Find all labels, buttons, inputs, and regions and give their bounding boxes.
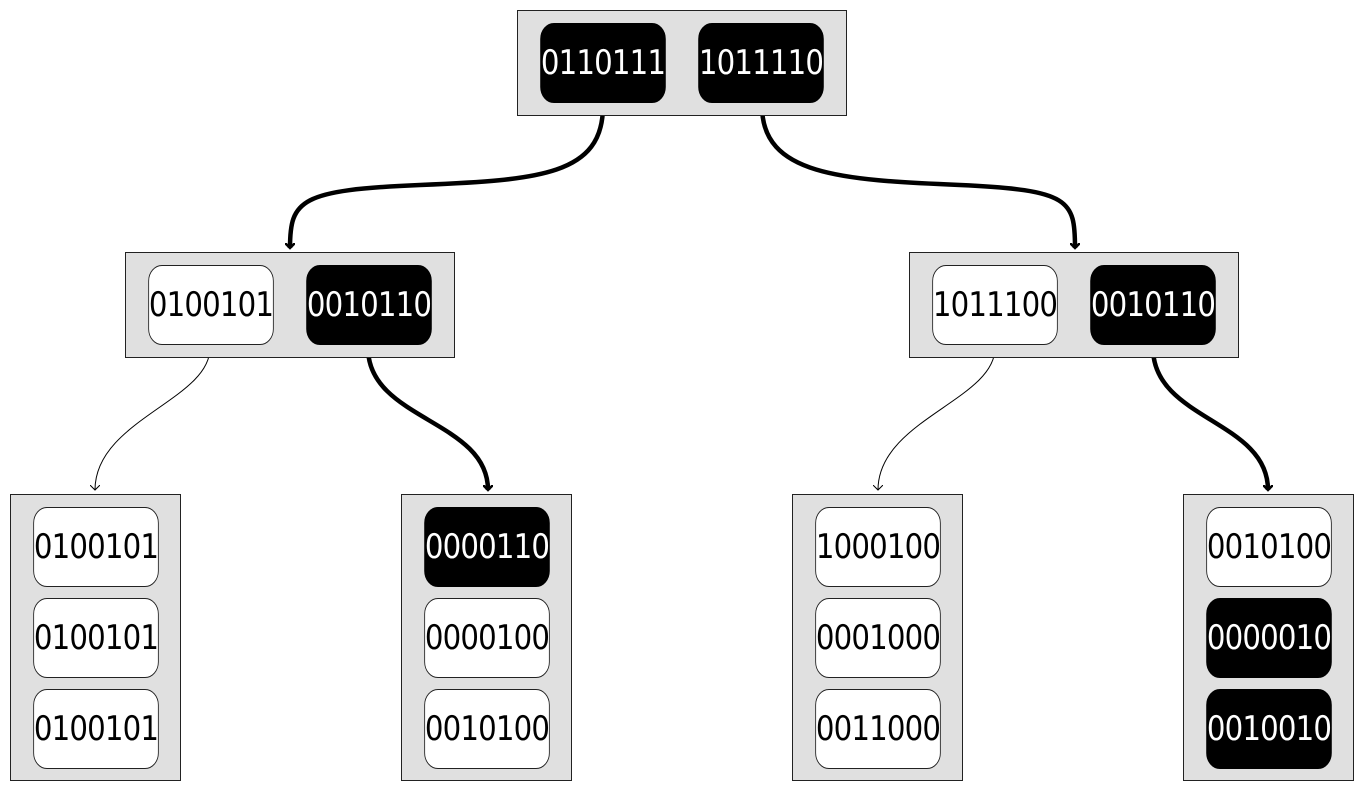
level1-right-chip-0: 1011100 (932, 265, 1058, 345)
level1-left-chip-0: 0100101 (148, 265, 274, 345)
leaf-node-1: 0000110 0000100 0010100 (401, 494, 572, 781)
leaf-2-chip-2: 0011000 (815, 689, 941, 769)
level1-right-chip-1: 0010110 (1090, 265, 1216, 345)
leaf-0-chip-0: 0100101 (33, 507, 159, 587)
leaf-3-chip-0: 0010100 (1206, 507, 1332, 587)
leaf-node-0: 0100101 0100101 0100101 (10, 494, 181, 781)
leaf-1-chip-2: 0010100 (424, 689, 550, 769)
leaf-node-2: 1000100 0001000 0011000 (792, 494, 963, 781)
leaf-3-chip-2: 0010010 (1206, 689, 1332, 769)
level1-right-node: 1011100 0010110 (909, 252, 1239, 358)
level1-left-node: 0100101 0010110 (125, 252, 455, 358)
leaf-node-3: 0010100 0000010 0010010 (1183, 494, 1354, 781)
leaf-1-chip-0: 0000110 (424, 507, 550, 587)
leaf-2-chip-1: 0001000 (815, 598, 941, 678)
root-chip-0: 0110111 (540, 23, 666, 103)
leaf-0-chip-1: 0100101 (33, 598, 159, 678)
root-chip-1: 1011110 (698, 23, 824, 103)
edge-root-to-right (759, 105, 1075, 248)
edge-left-to-leaf-0 (95, 347, 211, 490)
edge-right-to-leaf-2 (878, 347, 996, 490)
edge-root-to-left (290, 105, 606, 248)
edge-left-to-leaf-1 (365, 347, 488, 490)
leaf-3-chip-1: 0000010 (1206, 598, 1332, 678)
leaf-2-chip-0: 1000100 (815, 507, 941, 587)
level1-left-chip-1: 0010110 (306, 265, 432, 345)
edge-right-to-leaf-3 (1150, 347, 1268, 490)
root-node: 0110111 1011110 (517, 10, 847, 116)
leaf-0-chip-2: 0100101 (33, 689, 159, 769)
leaf-1-chip-1: 0000100 (424, 598, 550, 678)
